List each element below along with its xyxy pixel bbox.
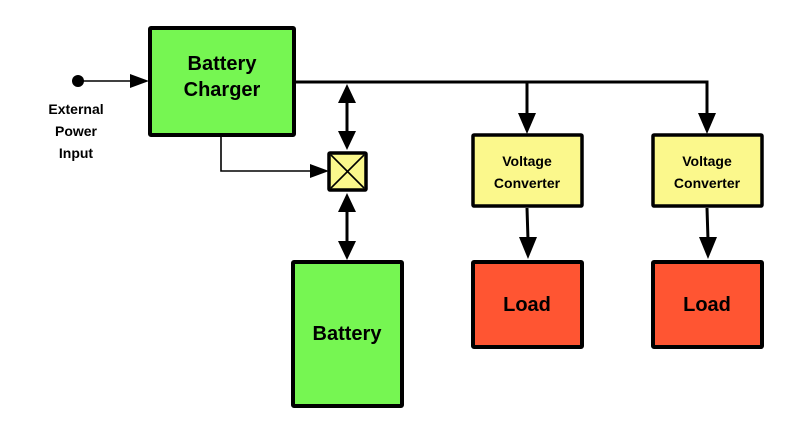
up-arrowhead — [338, 84, 356, 103]
switch-block — [327, 151, 368, 192]
converter-1-output-wire — [525, 207, 530, 241]
input-arrowhead — [130, 74, 149, 88]
external-power-input: External Power Input — [48, 74, 149, 161]
converter-1-label-line-2: Converter — [494, 175, 561, 191]
battery-box — [291, 260, 404, 408]
converter-1-output-arrowhead — [519, 237, 537, 259]
down-arrowhead — [338, 131, 356, 150]
bus-switch-bidirectional-arrow — [338, 84, 356, 150]
charger-label-line-2: Charger — [184, 79, 261, 101]
voltage-converter-1: Voltage Converter — [471, 113, 584, 259]
load-1-box — [471, 260, 584, 349]
converter-2-box — [651, 133, 764, 208]
battery-block: Battery — [291, 260, 404, 408]
input-label-line-3: Input — [59, 145, 94, 161]
converter-1-input-arrowhead — [518, 113, 536, 134]
down-arrowhead-2 — [338, 241, 356, 260]
battery-charger-box — [148, 26, 296, 137]
battery-charger-block: Battery Charger — [148, 26, 296, 137]
bus-line — [295, 80, 709, 120]
load-1-label: Load — [503, 294, 551, 316]
charger-label-line-1: Battery — [188, 53, 258, 75]
control-arrowhead — [310, 164, 329, 178]
converter-2-input-arrowhead — [698, 113, 716, 134]
charger-control-line — [220, 137, 329, 178]
switch-cross-b — [330, 154, 365, 189]
converter-2-output-wire — [705, 207, 710, 241]
converter-2-label-line-1: Voltage — [682, 153, 732, 169]
input-label-line-1: External — [48, 101, 103, 117]
control-wire — [220, 137, 312, 172]
load-1-block: Load — [471, 260, 584, 349]
load-2-label: Load — [683, 294, 731, 316]
load-2-box — [651, 260, 764, 349]
voltage-converter-2: Voltage Converter — [651, 113, 764, 259]
battery-label: Battery — [313, 323, 383, 345]
main-bus — [295, 80, 709, 120]
up-arrowhead-2 — [338, 193, 356, 212]
input-label-line-2: Power — [55, 123, 98, 139]
converter-2-label-line-2: Converter — [674, 175, 741, 191]
switch-battery-bidirectional-arrow — [338, 193, 356, 260]
converter-1-label-line-1: Voltage — [502, 153, 552, 169]
load-2-block: Load — [651, 260, 764, 349]
converter-1-box — [471, 133, 584, 208]
converter-2-output-arrowhead — [699, 237, 717, 259]
